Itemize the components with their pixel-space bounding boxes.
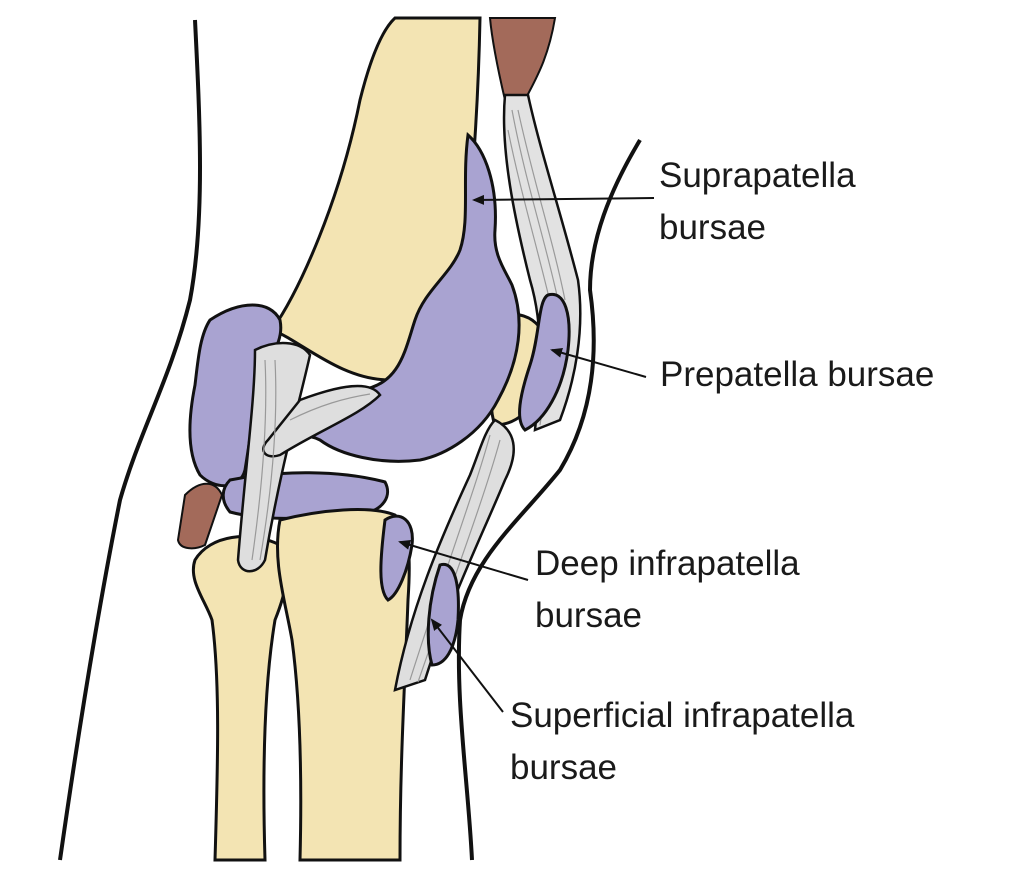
- label-suprapatella-bursae: Suprapatella bursae: [659, 150, 856, 254]
- leader-deep-infrapatella: [398, 540, 529, 581]
- label-line: bursae: [659, 208, 767, 247]
- label-line: Prepatella bursae: [660, 355, 935, 394]
- label-superficial-infrapatella-bursae: Superficial infrapatella bursae: [510, 690, 854, 794]
- label-deep-infrapatella-bursae: Deep infrapatella bursae: [535, 538, 800, 642]
- label-line: Deep infrapatella: [535, 544, 800, 583]
- patellar-tendon: [393, 418, 515, 692]
- suprapatellar-bursa: [248, 132, 521, 463]
- label-line: Superficial infrapatella: [510, 696, 855, 735]
- label-line: bursae: [510, 748, 618, 787]
- label-line: bursae: [535, 596, 643, 635]
- fibula-bone: [192, 535, 290, 862]
- label-prepatella-bursae: Prepatella bursae: [660, 349, 934, 401]
- skin-outline-front: [456, 138, 642, 861]
- leader-prepatella: [550, 347, 647, 378]
- leader-suprapatella: [472, 194, 655, 205]
- leader-superficial-infrapatella: [430, 618, 504, 713]
- collateral-ligaments: [236, 341, 382, 573]
- label-line: Suprapatella: [659, 156, 856, 195]
- quadriceps-muscle: [488, 17, 557, 101]
- skin-outline-back: [58, 19, 202, 861]
- prepatellar-bursa: [518, 292, 571, 432]
- posterior-muscle: [176, 482, 224, 550]
- superficial-infrapatellar-bursa: [426, 562, 460, 667]
- deep-infrapatellar-bursa: [379, 514, 414, 602]
